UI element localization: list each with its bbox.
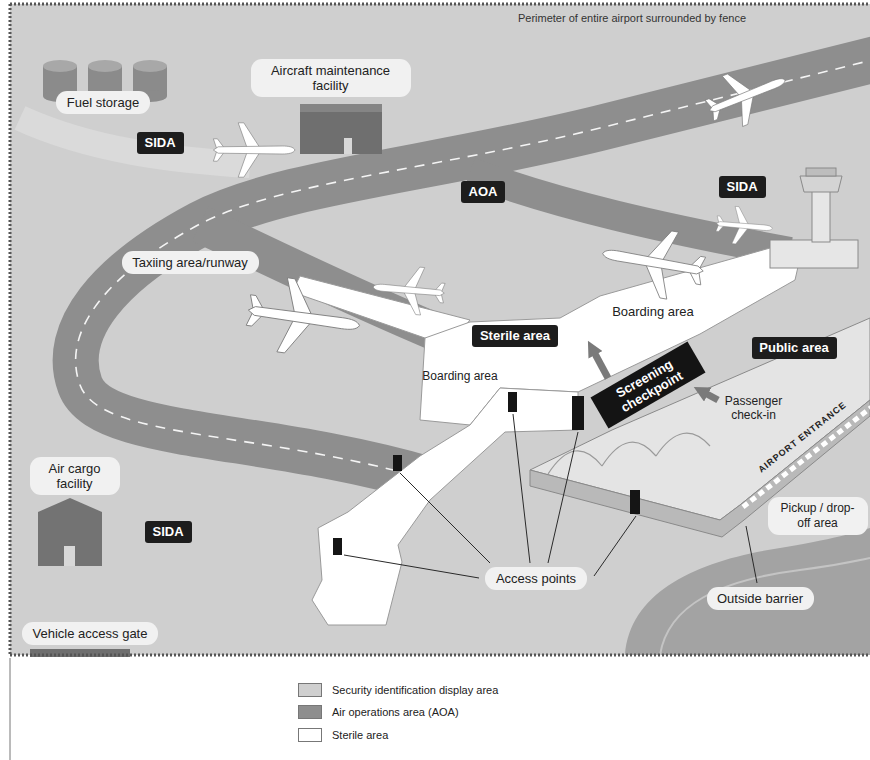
node-text: Outside barrier	[717, 591, 804, 606]
airplane	[597, 220, 709, 305]
outside-road	[625, 528, 870, 655]
node-text: Fuel storage	[66, 95, 140, 110]
zone-badge: SIDA	[719, 176, 766, 198]
node-text: Public area	[759, 340, 830, 356]
leader-line	[548, 432, 578, 563]
legend-swatch	[298, 728, 322, 742]
public-building	[548, 433, 710, 474]
place-label: Aircraft maintenance facility	[251, 59, 411, 97]
flow-arrow	[594, 352, 608, 378]
node-text: SIDA	[152, 524, 185, 540]
area-label: Boarding area	[420, 369, 501, 383]
airplane	[715, 205, 774, 247]
fuel-tank	[133, 60, 167, 72]
cargo-building	[38, 498, 102, 566]
runway	[76, 58, 870, 480]
leader-line	[344, 414, 757, 583]
zone-badge: AOA	[461, 181, 505, 203]
public-building	[530, 318, 870, 537]
node-text: Air cargo facility	[40, 461, 110, 491]
node-text: SIDA	[144, 135, 177, 151]
place-label: Pickup / drop-off area	[768, 497, 868, 535]
fence-line	[10, 654, 870, 657]
zone-badge: SIDA	[137, 132, 184, 154]
place-label: Outside barrier	[707, 587, 814, 610]
leader-line	[513, 414, 530, 563]
airplane	[699, 55, 795, 136]
node-text: Sterile area	[479, 328, 551, 344]
access-point	[333, 538, 342, 555]
node-text: Vehicle access gate	[32, 626, 148, 641]
control-tower	[770, 168, 858, 268]
zone-badge: SIDA	[145, 521, 192, 543]
access-point	[630, 490, 640, 514]
fuel-tank	[43, 60, 77, 72]
runway	[76, 58, 870, 480]
access-point	[508, 392, 517, 412]
legend-text: Air operations area (AOA)	[332, 706, 459, 718]
node-text: Taxiing area/runway	[132, 255, 249, 270]
zone-badge: Sterile area	[472, 325, 558, 347]
cargo-building	[64, 546, 75, 566]
fence-line	[9, 4, 12, 655]
maintenance-building	[300, 104, 382, 154]
runway	[470, 172, 790, 252]
leader-line	[594, 516, 636, 576]
node-text: SIDA	[726, 179, 759, 195]
access-point	[393, 455, 402, 471]
area-label: Passenger check-in	[719, 394, 789, 423]
area-label: Boarding area	[610, 304, 697, 320]
airplane	[213, 123, 295, 177]
control-tower	[800, 176, 842, 192]
maintenance-building	[300, 104, 382, 112]
legend-text: Sterile area	[332, 729, 388, 741]
note-text: Perimeter of entire airport surrounded b…	[515, 12, 749, 25]
fuel-tank	[88, 60, 122, 72]
node-text: Aircraft maintenance facility	[261, 63, 401, 93]
outside-road	[625, 528, 870, 655]
outside-road	[660, 558, 870, 655]
ground	[10, 4, 870, 655]
maintenance-building	[300, 112, 382, 154]
node-text: Pickup / drop-off area	[778, 501, 858, 531]
fence-line	[10, 4, 870, 760]
legend-swatch	[298, 683, 322, 697]
fence-line	[10, 4, 870, 655]
airplane	[371, 263, 446, 317]
place-label: Air cargo facility	[30, 457, 120, 495]
airplane	[213, 55, 795, 363]
place-label: Fuel storage	[56, 91, 150, 114]
callout-label: Access points	[485, 567, 587, 590]
access-point	[333, 392, 640, 555]
place-label: Vehicle access gate	[22, 622, 158, 645]
place-label: Taxiing area/runway	[122, 251, 259, 274]
legend-row: Security identification display area	[298, 683, 498, 697]
airplane	[243, 273, 365, 363]
legend-row: Air operations area (AOA)	[298, 705, 459, 719]
leader-line	[344, 555, 479, 578]
leader-line	[746, 526, 757, 583]
node-text: AOA	[468, 184, 498, 200]
ground	[10, 4, 870, 655]
control-tower	[806, 168, 836, 176]
flow-arrow	[705, 393, 718, 400]
control-tower	[812, 188, 830, 242]
leader-line	[400, 473, 490, 563]
fence-line	[10, 658, 11, 760]
legend-row: Sterile area	[298, 728, 388, 742]
control-tower	[770, 240, 858, 268]
maintenance-building	[344, 138, 352, 154]
zone-badge: Public area	[752, 337, 837, 359]
runway	[76, 58, 870, 480]
node-text: Access points	[495, 571, 577, 586]
cargo-building	[38, 498, 102, 566]
access-point	[572, 396, 584, 430]
legend-text: Security identification display area	[332, 684, 498, 696]
fence-line	[10, 3, 870, 6]
legend-swatch	[298, 705, 322, 719]
